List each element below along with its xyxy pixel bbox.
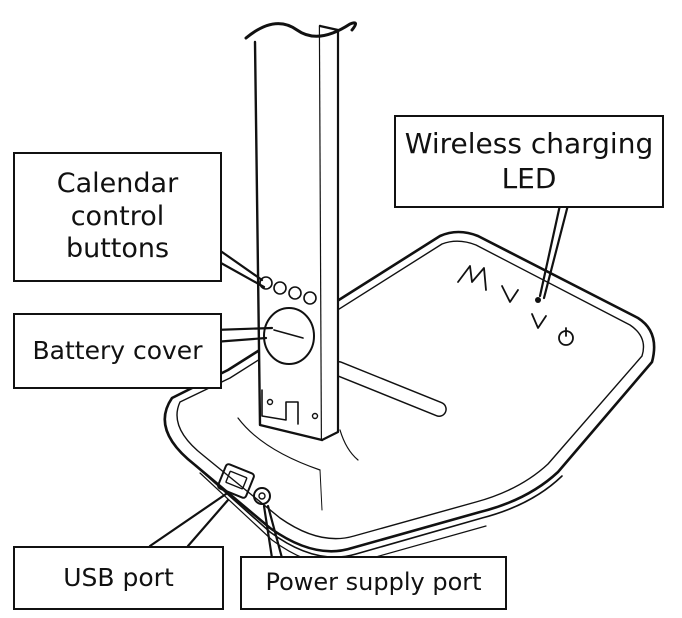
up-arrow-icon	[501, 285, 519, 303]
pole-notch	[261, 389, 299, 425]
lamp-pole-top	[244, 21, 357, 40]
calendar-button-3	[288, 286, 302, 300]
battery-cover-disc	[263, 307, 315, 365]
wireless-led-line1: Wireless charging	[404, 127, 654, 161]
calendar-buttons-line1: Calendar	[56, 167, 179, 199]
calendar-button-2	[273, 281, 287, 295]
base-top-surface	[176, 240, 645, 540]
lamp-pole-side	[318, 24, 340, 442]
lamp-pole-front	[253, 24, 324, 442]
down-arrow-icon	[531, 313, 547, 329]
battery-cover-text: Battery cover	[32, 335, 203, 365]
power-port-callout: Power supply port	[240, 556, 507, 610]
usb-port-callout: USB port	[13, 546, 224, 610]
wireless-led-callout: Wireless charging LED	[394, 115, 664, 208]
calendar-buttons-callout: Calendar control buttons	[13, 152, 222, 282]
leader-led	[538, 203, 562, 298]
wireless-led-line2: LED	[501, 161, 557, 195]
calendar-buttons-line2: control buttons	[65, 200, 170, 265]
calendar-button-4	[303, 291, 317, 305]
base-side-edge	[195, 465, 563, 558]
power-port-socket	[253, 487, 271, 505]
leader-power	[262, 504, 274, 560]
base-outline	[163, 230, 656, 553]
usb-port-socket	[217, 463, 255, 499]
leader-usb	[148, 492, 228, 548]
m-icon	[457, 265, 487, 291]
pole-shadow	[237, 417, 321, 471]
battery-cover-callout: Battery cover	[13, 313, 222, 389]
usb-port-text: USB port	[63, 562, 174, 592]
leader-battery	[212, 326, 274, 332]
wireless-led-dot	[535, 297, 541, 303]
calendar-button-1	[259, 276, 273, 290]
power-port-text: Power supply port	[265, 568, 482, 597]
